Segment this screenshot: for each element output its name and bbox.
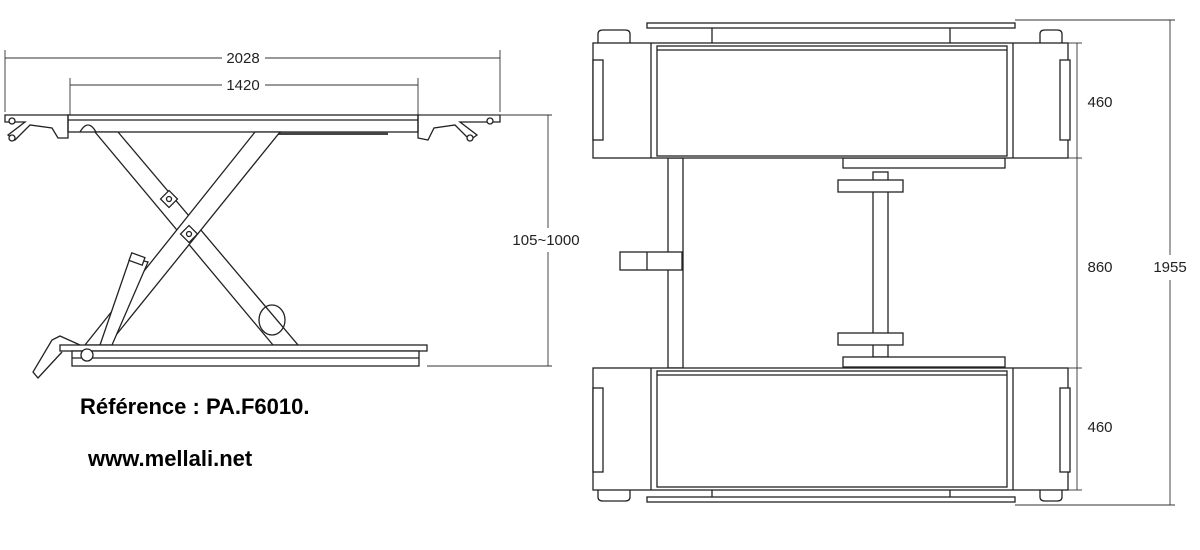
dim-1955-label: 1955 bbox=[1153, 259, 1186, 276]
side-view: 2028 1420 bbox=[4, 50, 580, 379]
dim-460-bottom-label: 460 bbox=[1087, 419, 1112, 436]
website-link[interactable]: www.mellali.net bbox=[88, 446, 253, 471]
bottom-rail bbox=[646, 496, 1016, 503]
dim-height-label: 105~1000 bbox=[512, 232, 579, 249]
dim-460-top-label: 460 bbox=[1087, 94, 1112, 111]
jack-bottom bbox=[837, 332, 904, 346]
top-view: 460 860 460 1955 bbox=[592, 19, 1187, 506]
reference-text: Référence : PA.F6010. bbox=[80, 394, 310, 419]
width-dimensions: 460 860 460 1955 bbox=[1015, 19, 1187, 506]
right-arm-pad bbox=[417, 114, 501, 142]
dimension-105-1000: 105~1000 bbox=[420, 114, 580, 367]
pump-bracket bbox=[619, 251, 683, 271]
top-rail bbox=[646, 22, 1016, 29]
platform bbox=[67, 114, 419, 133]
dim-2028-label: 2028 bbox=[226, 50, 259, 67]
right-tube bbox=[872, 171, 889, 358]
scissor-arms bbox=[83, 131, 300, 346]
top-platform bbox=[592, 29, 1071, 159]
dimension-2028: 2028 bbox=[4, 50, 501, 112]
dim-1420-label: 1420 bbox=[226, 77, 259, 94]
jack-top bbox=[837, 179, 904, 193]
base-frame bbox=[32, 335, 428, 379]
bottom-platform bbox=[592, 367, 1071, 502]
left-arm-pad bbox=[4, 114, 97, 142]
dim-860-label: 860 bbox=[1087, 259, 1112, 276]
dimension-1420: 1420 bbox=[69, 77, 419, 115]
